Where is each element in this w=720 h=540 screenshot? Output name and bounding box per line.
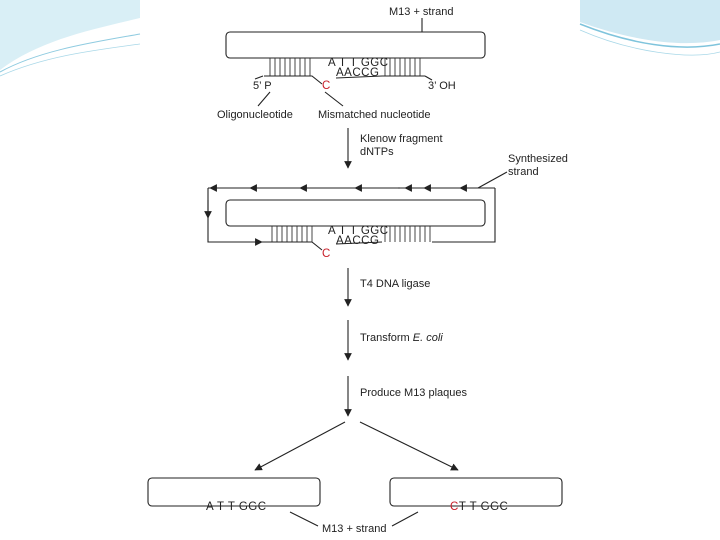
synthesized-strand [204,184,496,246]
top-ticks-right [384,58,421,76]
middle-seq-upper: A T T GGC [328,225,389,237]
dntps-label: dNTPs [360,146,394,158]
top-m13-strand [225,31,486,59]
bottom-left-strand [147,477,321,507]
klenow-label: Klenow fragment [360,133,443,145]
middle-m13-strand [225,199,486,227]
top-oligo-strand [264,75,323,85]
bottom-right-seq: CT T GGC [450,501,508,513]
split-arrow-right [359,421,459,471]
middle-seq-lower: AACCG [336,235,379,247]
plaques-label: Produce M13 plaques [360,387,468,399]
top-seq-upper: A T T GGC [328,57,389,69]
top-strand-label: M13 + strand [389,6,454,18]
strand-label: strand [508,166,539,178]
top-seq-lower: AACCG [336,67,379,79]
bottom-strand-label: M13 + strand [322,523,387,535]
oligonucleotide-label: Oligonucleotide [217,109,293,121]
middle-mismatch-base: C [322,248,331,260]
top-mismatch-base: C [322,80,331,92]
synthesized-label: Synthesized [508,153,568,165]
mismatched-nucleotide-label: Mismatched nucleotide [318,109,431,121]
transform-label: Transform E. coli [360,332,443,344]
middle-ticks-left [271,226,313,242]
top-ticks-left [269,58,311,76]
middle-ticks-right [384,226,431,242]
bottom-right-strand [389,477,563,507]
top-five-prime-label: 5’ P [253,80,272,92]
top-three-prime-label: 3’ OH [428,80,456,92]
split-arrow-left [254,421,346,471]
decorative-swoosh-right [579,0,720,56]
decorative-swoosh-left [0,0,141,77]
bottom-left-seq: A T T GGC [206,501,267,513]
ligase-label: T4 DNA ligase [360,278,430,290]
